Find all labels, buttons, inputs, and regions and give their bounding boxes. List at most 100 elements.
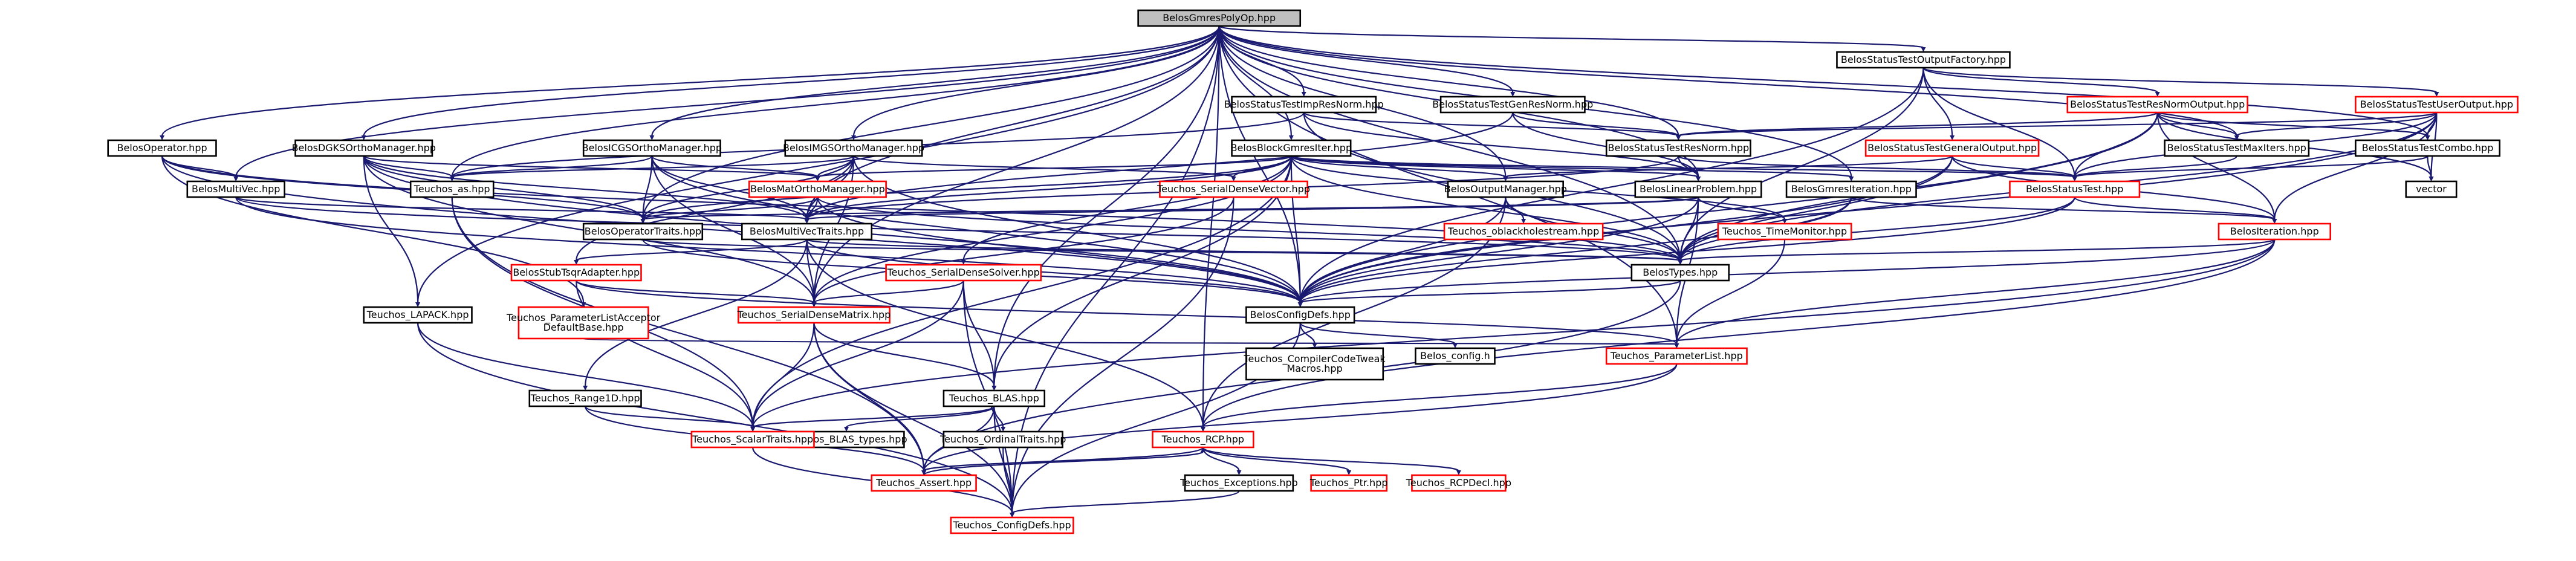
edge-types-to-cfg	[1299, 279, 1681, 304]
node-label: Teuchos_Exceptions.hpp	[1179, 477, 1298, 489]
node-tm[interactable]: Teuchos_TimeMonitor.hpp	[1717, 222, 1852, 241]
node-stof[interactable]: BelosStatusTestOutputFactory.hpp	[1836, 51, 2011, 69]
edge-bgi-to-types	[1290, 155, 1681, 261]
node-box	[1184, 474, 1294, 492]
edge-strno-to-cfg	[1299, 112, 2158, 303]
node-bcfg[interactable]: Belos_config.h	[1415, 347, 1496, 365]
node-stm[interactable]: BelosStatusTestMaxIters.hpp	[2164, 139, 2310, 157]
node-label: BelosMultiVecTraits.hpp	[750, 225, 864, 237]
edge-arrowhead-sdm-to-blas	[991, 386, 997, 391]
node-box	[2355, 96, 2519, 114]
edge-arrowhead-types-to-cfg	[1297, 302, 1303, 307]
node-box	[1864, 139, 2040, 157]
node-obs[interactable]: Teuchos_oblackholestream.hpp	[1443, 222, 1604, 241]
node-box	[2405, 180, 2458, 198]
edge-root-to-stc	[1218, 25, 2428, 137]
node-cgs[interactable]: BelosICGSOrthoManager.hpp	[582, 139, 722, 157]
edge-arrowhead-root-to-cgs	[649, 135, 655, 140]
node-lapack[interactable]: Teuchos_LAPACK.hpp	[363, 306, 473, 324]
node-label: Teuchos_LAPACK.hpp	[366, 309, 469, 321]
node-rcp[interactable]: Teuchos_RCP.hpp	[1152, 430, 1254, 449]
node-ptr[interactable]: Teuchos_Ptr.hpp	[1309, 474, 1388, 492]
edge-mvt-to-sta	[576, 238, 808, 262]
node-box	[1245, 306, 1355, 324]
edge-stof-to-cfg	[1299, 67, 1924, 303]
edge-root-to-sdm	[813, 25, 1220, 303]
node-dgks[interactable]: BelosDGKSOrthoManager.hpp	[292, 139, 436, 157]
node-stgr[interactable]: BelosStatusTestGenResNorm.hpp	[1432, 96, 1593, 114]
node-gi[interactable]: BelosGmresIteration.hpp	[1785, 180, 1917, 198]
edge-mvt-to-types	[806, 238, 1681, 262]
node-box	[1137, 9, 1302, 27]
node-mom[interactable]: BelosMatOrthoManager.hpp	[748, 180, 887, 198]
node-op[interactable]: BelosOperator.hpp	[107, 139, 217, 157]
node-sds[interactable]: Teuchos_SerialDenseSolver.hpp	[885, 264, 1042, 282]
node-box	[2355, 139, 2500, 157]
node-sta[interactable]: BelosStubTsqrAdapter.hpp	[510, 264, 642, 282]
node-label: BelosConfigDefs.hpp	[1250, 309, 1351, 320]
node-mvt[interactable]: BelosMultiVecTraits.hpp	[741, 222, 873, 241]
node-sdv[interactable]: Teuchos_SerialDenseVector.hpp	[1157, 180, 1310, 198]
edge-mvt-to-r1d	[585, 239, 808, 387]
node-it[interactable]: BelosIteration.hpp	[2218, 222, 2331, 241]
node-lp[interactable]: BelosLinearProblem.hpp	[1634, 180, 1762, 198]
node-stc[interactable]: BelosStatusTestCombo.hpp	[2355, 139, 2500, 157]
node-rcpd[interactable]: Teuchos_RCPDecl.hpp	[1406, 474, 1511, 492]
node-blas[interactable]: Teuchos_BLAS.hpp	[942, 389, 1046, 407]
node-opt[interactable]: BelosOperatorTraits.hpp	[582, 222, 704, 241]
node-assert[interactable]: Teuchos_Assert.hpp	[871, 474, 977, 492]
node-box	[942, 430, 1063, 449]
edge-lp-to-cfg	[1299, 196, 1699, 303]
node-omgr[interactable]: BelosOutputManager.hpp	[1444, 180, 1567, 198]
edge-dgks-to-mvt	[363, 155, 808, 220]
node-label: BelosMultiVec.hpp	[192, 183, 280, 195]
node-root[interactable]: BelosGmresPolyOp.hpp	[1137, 9, 1302, 27]
edge-bgi-to-gi	[1290, 155, 1852, 178]
node-label: Teuchos_ConfigDefs.hpp	[953, 519, 1071, 531]
edge-arrowhead-mvt-to-sta	[574, 260, 579, 265]
node-bgi[interactable]: BelosBlockGmresIter.hpp	[1231, 139, 1352, 157]
edge-dgks-to-mom	[363, 155, 819, 178]
edge-cgs-to-as	[451, 155, 653, 178]
edge-arrowhead-stof-to-stgo	[1950, 135, 1955, 140]
node-imgs[interactable]: BelosIMGSOrthoManager.hpp	[783, 139, 924, 157]
node-stio[interactable]: BelosStatusTestImpResNorm.hpp	[1224, 96, 1384, 114]
node-mv[interactable]: BelosMultiVec.hpp	[186, 180, 285, 198]
node-box	[1836, 51, 2011, 69]
node-box	[738, 306, 891, 324]
edge-stio-to-lp	[1303, 112, 1699, 178]
node-pl[interactable]: Teuchos_ParameterList.hpp	[1605, 347, 1748, 365]
node-st[interactable]: BelosStatusTest.hpp	[2009, 180, 2141, 198]
node-box	[2164, 139, 2310, 157]
node-box	[950, 516, 1074, 534]
edge-arrowhead-root-to-stio	[1301, 92, 1306, 97]
node-box	[294, 139, 433, 157]
edge-root-to-bgi	[1218, 25, 1292, 137]
node-tcd[interactable]: Teuchos_ConfigDefs.hpp	[950, 516, 1074, 534]
edge-strno-to-stc	[2156, 111, 2428, 137]
node-as[interactable]: Teuchos_as.hpp	[409, 180, 495, 198]
edge-arrowhead-lp-to-mvt	[804, 219, 809, 224]
node-cfg[interactable]: BelosConfigDefs.hpp	[1245, 306, 1355, 324]
node-sdm[interactable]: Teuchos_SerialDenseMatrix.hpp	[737, 306, 891, 324]
edge-cfg-to-bcfg	[1299, 322, 1456, 345]
node-stgo[interactable]: BelosStatusTestGeneralOutput.hpp	[1864, 139, 2040, 157]
node-strn[interactable]: BelosStatusTestResNorm.hpp	[1605, 139, 1751, 157]
node-vec[interactable]: vector	[2405, 180, 2458, 198]
node-ot[interactable]: Teuchos_OrdinalTraits.hpp	[939, 430, 1066, 449]
edge-root-to-strn	[1218, 25, 1679, 137]
node-r1d[interactable]: Teuchos_Range1D.hpp	[528, 389, 642, 407]
node-strno[interactable]: BelosStatusTestResNormOutput.hpp	[2066, 96, 2248, 114]
node-plad[interactable]: Teuchos_ParameterListAcceptorDefaultBase…	[506, 306, 661, 340]
node-sct[interactable]: Teuchos_ScalarTraits.hpp	[690, 430, 815, 449]
node-types[interactable]: BelosTypes.hpp	[1630, 264, 1730, 282]
node-label: BelosOutputManager.hpp	[1444, 183, 1567, 195]
edge-arrowhead-rcp-to-ptr	[1346, 470, 1352, 475]
node-exc[interactable]: Teuchos_Exceptions.hpp	[1179, 474, 1298, 492]
node-stuo[interactable]: BelosStatusTestUserOutput.hpp	[2355, 96, 2519, 114]
edge-arrowhead-assert-to-rcp	[1200, 447, 1205, 452]
edge-sds-to-blas	[962, 280, 995, 387]
node-label: BelosStatusTestCombo.hpp	[2362, 142, 2494, 154]
node-box	[741, 222, 873, 241]
